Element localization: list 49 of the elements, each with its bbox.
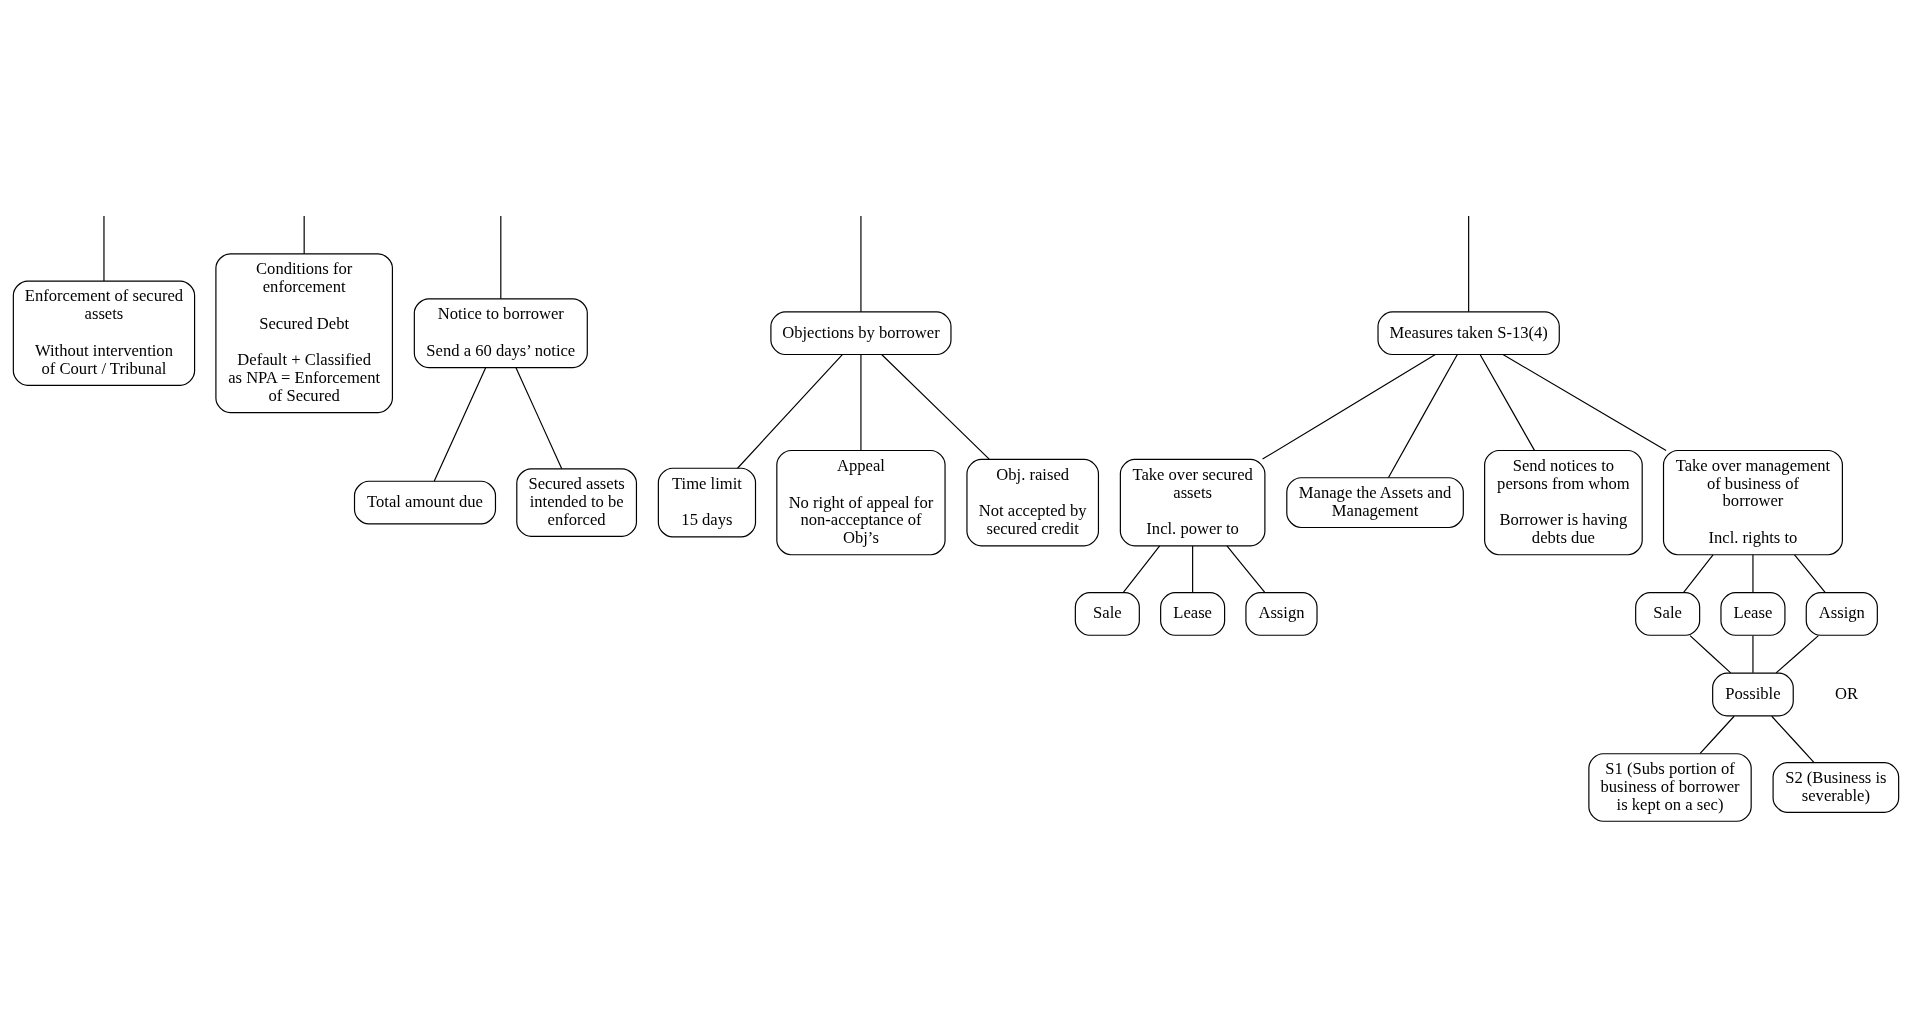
connector [881,353,990,460]
connector [1775,634,1820,673]
node-box: Take over secured assets Incl. power to [1119,458,1266,546]
node-box: Assign [1805,591,1878,636]
node-box: Sale [1074,591,1140,636]
connector [1226,544,1266,593]
connector [303,214,305,254]
node-box: Lease [1160,591,1226,636]
connector [103,214,105,282]
node-box: Assign [1245,591,1318,636]
connector [860,353,862,451]
node-box: Manage the Assets and Management [1286,476,1464,528]
connector [500,214,502,299]
connector [1683,553,1714,593]
connector [515,366,563,469]
connector [1192,544,1194,593]
connector [1752,553,1754,593]
label: OR [1835,683,1859,703]
node-box: Enforcement of secured assets Without intervention of Court / Tribunal [12,280,196,386]
connector [1771,715,1815,763]
node-box: Sale [1635,591,1701,636]
node-box: Notice to borrower Send a 60 days’ notice [413,297,588,368]
node-box: Appeal No right of appeal for non-acceptance of Obj’s [776,449,946,555]
connector [1689,634,1732,673]
node-box: S1 (Subs portion of business of borrower is kept on a sec) [1588,752,1752,822]
node-box: Obj. raised Not accepted by secured credit [966,458,1100,546]
connector [1752,634,1754,673]
node-box: Lease [1720,591,1786,636]
node-box: Take over management of business of borrower Incl. rights to [1662,449,1843,555]
node-box: S2 (Business is severable) [1772,761,1900,813]
node-box: Total amount due [353,480,497,524]
node-box: Measures taken S-13(4) [1377,310,1560,355]
connector [1261,353,1436,460]
connector [1468,214,1470,312]
node-box: Conditions for enforcement Secured Debt Default + Classified as NPA = Enforcement of Secured [215,252,393,413]
connector [1479,353,1536,451]
node-box: Possible [1712,672,1794,716]
node-box: Send notices to persons from whom Borrower is having debts due [1484,449,1643,555]
connector [433,366,487,482]
node-box: Secured assets intended to be enforced [516,467,638,537]
connector [736,353,843,469]
connector [1793,553,1826,593]
node-box: Objections by borrower [770,310,952,355]
connector [860,214,862,312]
connector [1502,353,1667,451]
connector [1387,353,1458,478]
node-box: Time limit 15 days [657,467,757,538]
connector [1122,544,1161,593]
connector [1699,715,1735,754]
